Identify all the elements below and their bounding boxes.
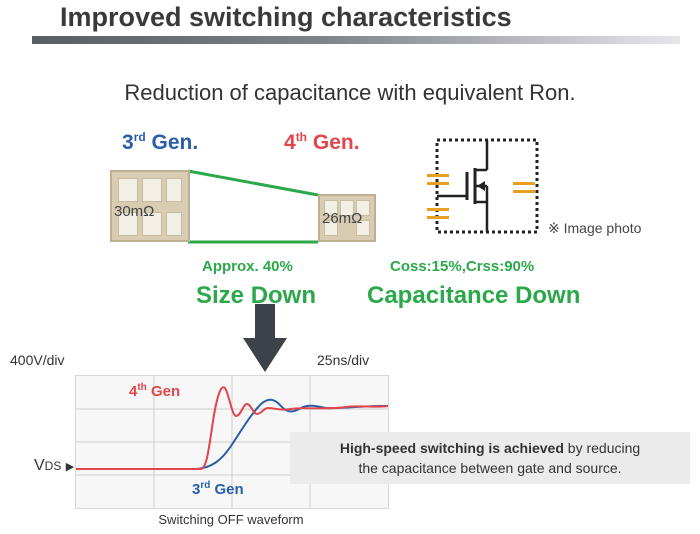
gen4-chip-image [318, 194, 376, 242]
gen3-waveform-label: 3rd Gen [192, 480, 244, 498]
vds-axis-label: VDS ▶ [34, 457, 74, 475]
label4-num: 4 [129, 383, 138, 400]
label3-num: 3 [192, 481, 201, 498]
callout-rest1: by reducing [563, 440, 641, 456]
waveform-caption: Switching OFF waveform [158, 512, 304, 527]
gen4-waveform [76, 386, 389, 470]
callout-rest2: the capacitance between gate and source. [358, 460, 622, 476]
gen4-resistance: 26mΩ [322, 210, 363, 227]
page-title: Improved switching characteristics [60, 2, 512, 32]
vds-main: V [34, 457, 45, 474]
label4-word: Gen [150, 383, 181, 400]
label3-sup: rd [200, 480, 211, 491]
waveform-svg [76, 376, 389, 508]
vds-marker-icon: ▶ [65, 461, 75, 473]
callout-text: High-speed switching is achieved by redu… [290, 438, 690, 478]
size-percentage: Approx. 40% [202, 258, 293, 275]
time-scale: 25ns/div [317, 352, 370, 368]
gen3-chip-image [110, 170, 190, 242]
image-photo-note: ※ Image photo [548, 220, 642, 236]
capacitance-down-label: Capacitance Down [367, 282, 581, 309]
gen3-heading: 3rd Gen. [122, 130, 198, 155]
gen4-word: Gen. [312, 131, 360, 154]
gen4-heading: 4th Gen. [284, 130, 360, 155]
title-underline-bar [32, 36, 680, 44]
gen3-resistance: 30mΩ [114, 203, 155, 220]
callout-box [290, 432, 690, 484]
label4-sup: th [137, 382, 147, 393]
gen4-sup: th [295, 130, 308, 144]
callout-bold: High-speed switching is achieved [339, 440, 564, 456]
mosfet-capacitance-schematic [427, 138, 539, 234]
gen3-sup: rd [133, 130, 146, 144]
gen3-word: Gen. [151, 131, 199, 154]
gen4-num: 4 [284, 131, 296, 154]
down-arrow-icon [243, 304, 287, 372]
gen3-num: 3 [122, 131, 134, 154]
subtitle: Reduction of capacitance with equivalent… [124, 80, 576, 105]
gen4-waveform-label: 4th Gen [129, 382, 180, 400]
voltage-scale: 400V/div [10, 352, 65, 368]
vds-sub: DS [44, 459, 62, 473]
capacitance-ratio: Coss:15%,Crss:90% [390, 258, 535, 275]
label3-word: Gen [214, 481, 244, 498]
